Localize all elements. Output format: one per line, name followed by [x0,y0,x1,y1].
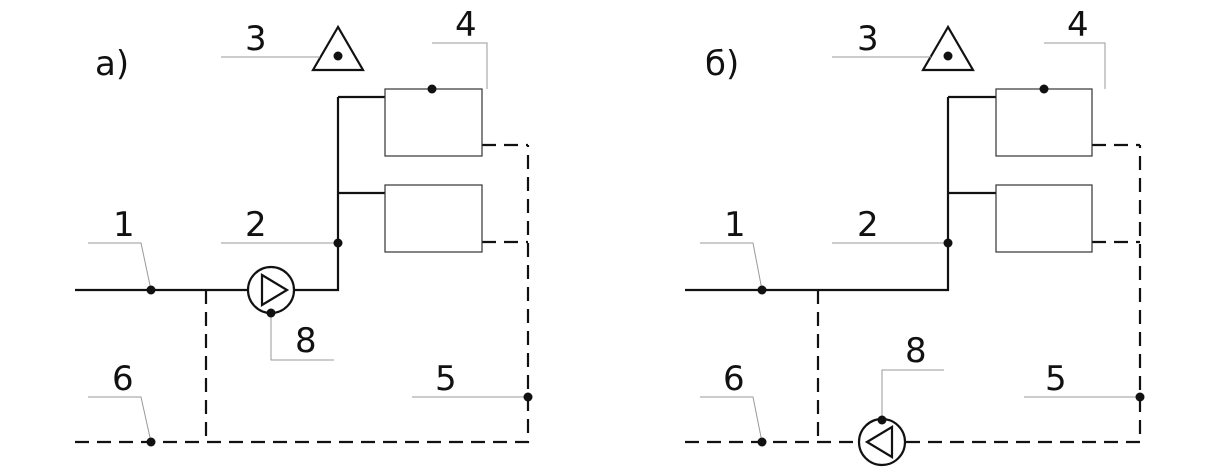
label-2: 2 [245,205,267,245]
pump-direction-icon [260,273,290,307]
label-4: 4 [455,5,477,45]
expansion-vessel-icon [311,24,365,72]
dot-4 [427,84,437,94]
dot-8 [266,308,276,318]
return-line [685,143,1142,444]
dot-8 [877,415,887,425]
radiator-lower [995,184,1093,253]
vessel-dot [943,51,953,61]
dot-6 [757,437,767,447]
dot-4 [1039,84,1049,94]
label-1: 1 [724,205,746,245]
label-3: 3 [245,19,267,59]
label-5: 5 [1045,359,1067,399]
dot-1 [757,285,767,295]
dot-5 [1135,392,1145,402]
label-8: 8 [905,331,927,371]
pump-direction-icon [864,425,894,459]
dot-5 [523,392,533,402]
scheme-a-title: а) [95,44,129,84]
scheme-b: б) 1 2 3 4 5 6 8 [685,5,1145,467]
dot-1 [146,285,156,295]
leader-lines [700,42,1140,443]
label-5: 5 [435,359,457,399]
vessel-dot [333,51,343,61]
label-3: 3 [857,19,879,59]
leader-lines [88,42,528,443]
dot-2 [333,238,343,248]
label-8: 8 [295,321,317,361]
expansion-vessel-icon [921,24,975,72]
label-2: 2 [857,205,879,245]
label-6: 6 [723,359,745,399]
return-line [75,143,530,444]
supply-line [75,95,385,292]
label-4: 4 [1067,5,1089,45]
supply-line [685,95,996,292]
dot-2 [943,238,953,248]
label-1: 1 [113,205,135,245]
scheme-b-title: б) [705,44,739,84]
radiator-upper [995,88,1093,157]
radiator-lower [384,184,483,253]
radiator-upper [384,88,483,157]
label-6: 6 [112,359,134,399]
scheme-a: а) 1 2 3 4 5 6 8 [75,5,533,447]
dot-6 [146,437,156,447]
